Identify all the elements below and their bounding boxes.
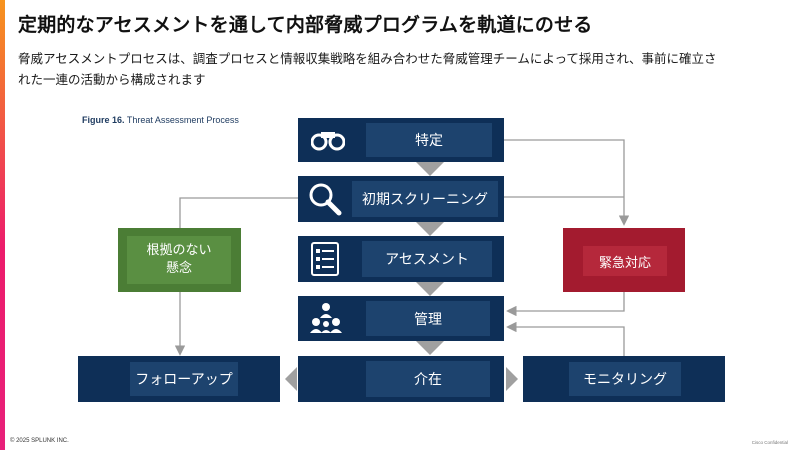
figure-caption-text: Threat Assessment Process [126,115,239,125]
step-assessment: アセスメント [298,236,504,282]
step-management: 管理 [298,296,504,341]
step-screening-label: 初期スクリーニング [352,181,498,217]
step-intervention: 介在 [298,356,504,402]
baseless-concern-line1: 根拠のない [146,243,212,258]
down-arrow-2 [416,222,444,236]
emergency-response-label: 緊急対応 [583,246,667,276]
followup-box: フォローアップ [78,356,280,402]
line-identify-emergency [504,139,630,226]
team-icon [304,299,348,337]
binoculars-icon [306,125,350,155]
step-assessment-label: アセスメント [362,241,492,277]
accent-bar [0,0,5,450]
baseless-concern-line2: 懸念 [165,261,192,276]
figure-caption: Figure 16. Threat Assessment Process [82,115,239,125]
emergency-response-box: 緊急対応 [563,228,685,292]
down-arrow-1 [416,162,444,176]
step-intervention-label: 介在 [366,361,490,397]
line-monitoring-management [506,321,625,356]
followup-label: フォローアップ [130,362,238,396]
slide-subtitle: 脅威アセスメントプロセスは、調査プロセスと情報収集戦略を組み合わせた脅威管理チー… [18,51,717,87]
copyright: © 2025 SPLUNK INC. [10,438,69,444]
confidential-note: Cisco Confidential [751,440,788,445]
monitoring-box: モニタリング [523,356,725,402]
line-emergency-management [506,292,625,317]
step-identify: 特定 [298,118,504,162]
step-management-label: 管理 [366,301,490,336]
monitoring-label: モニタリング [569,362,681,396]
baseless-concern-label: 根拠のない 懸念 [127,236,231,284]
figure-caption-number: Figure 16. [82,115,125,125]
step-screening: 初期スクリーニング [298,176,504,222]
down-arrow-3 [416,282,444,296]
slide-title: 定期的なアセスメントを通して内部脅威プログラムを軌道にのせる [18,14,593,36]
step-identify-label: 特定 [366,123,492,157]
left-arrow [285,367,297,391]
line-screening-baseless [179,197,298,228]
baseless-concern-box: 根拠のない 懸念 [118,228,241,292]
right-arrow [506,367,518,391]
magnifier-icon [302,180,348,218]
checklist-icon [306,240,344,278]
down-arrow-4 [416,341,444,355]
